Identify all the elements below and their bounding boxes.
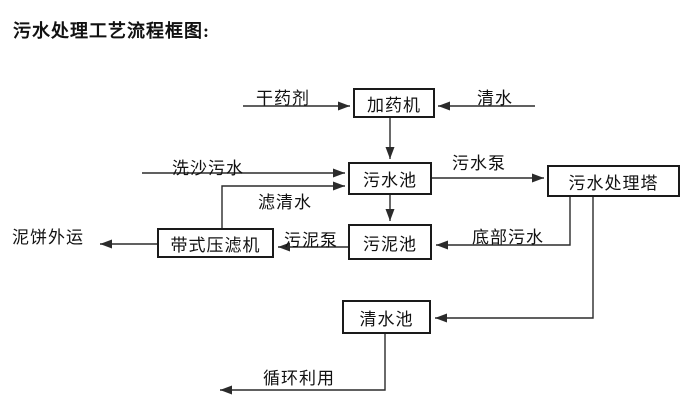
label-sludge-pump: 污泥泵	[284, 231, 338, 250]
node-clean-water-pool: 清水池	[342, 300, 431, 334]
edge-tower-to-clean-water-pool	[435, 197, 594, 323]
node-sludge-pool: 污泥池	[348, 224, 432, 260]
node-sewage-pool: 污水池	[348, 162, 432, 195]
diagram-title: 污水处理工艺流程框图:	[13, 21, 210, 41]
edge-bottom-sewage-to-sludge-pool	[436, 197, 571, 250]
label-bottom-sewage: 底部污水	[472, 228, 544, 247]
label-mud-cake-out: 泥饼外运	[12, 228, 84, 247]
label-sand-wash-sewage: 洗沙污水	[172, 159, 244, 178]
node-dosing-machine: 加药机	[353, 88, 435, 118]
label-clean-water: 清水	[477, 89, 513, 108]
node-belt-filter-press: 带式压滤机	[157, 228, 274, 258]
node-treatment-tower: 污水处理塔	[547, 165, 680, 197]
label-sewage-pump: 污水泵	[452, 154, 506, 173]
label-recycle-use: 循环利用	[263, 369, 335, 388]
edge-clean-water-pool-to-recycle	[220, 334, 386, 395]
edge-filtered-water-to-sewage-pool	[221, 181, 345, 228]
label-dry-agent: 干药剂	[256, 89, 310, 108]
label-filtered-water: 滤清水	[258, 193, 312, 212]
